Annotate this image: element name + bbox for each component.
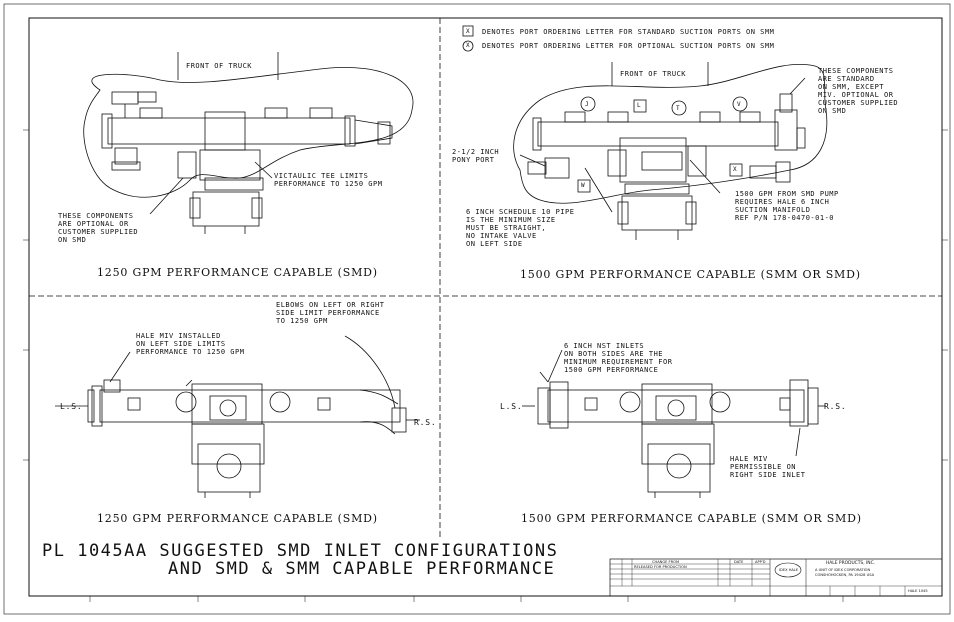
caption-tl: 1250 GPM PERFORMANCE CAPABLE (SMD) <box>97 266 378 279</box>
title-block-appd-header: APP'D <box>755 560 766 564</box>
right-side-label-br: R.S. <box>824 402 847 411</box>
title-block-company-line-2: A UNIT OF IDEX CORPORATION <box>815 568 871 572</box>
front-of-truck-label-tr: FRONT OF TRUCK <box>620 70 687 78</box>
main-title-line-1: PL 1045AA SUGGESTED SMD INLET CONFIGURAT… <box>42 541 559 561</box>
caption-tr: 1500 GPM PERFORMANCE CAPABLE (SMM OR SMD… <box>520 268 861 281</box>
caption-br: 1500 GPM PERFORMANCE CAPABLE (SMM OR SMD… <box>521 512 862 525</box>
legend-optional-symbol: X <box>466 42 471 49</box>
title-block-rev-entry: RELEASED FOR PRODUCTION <box>634 565 687 569</box>
main-title-line-2: AND SMD & SMM CAPABLE PERFORMANCE <box>168 559 556 579</box>
legend-optional-text: DENOTES PORT ORDERING LETTER FOR OPTIONA… <box>482 42 775 50</box>
title-block-logo: IDEX HALE <box>779 568 799 572</box>
title-block-company: HALE PRODUCTS, INC. <box>826 561 876 566</box>
right-side-label-bl: R.S. <box>414 418 437 427</box>
port-letter-v: V <box>737 101 742 108</box>
left-side-label-bl: L.S. <box>60 402 83 411</box>
left-side-label-br: L.S. <box>500 402 523 411</box>
port-letter-j: J <box>585 101 590 108</box>
port-letter-t: T <box>676 105 681 112</box>
title-block-company-line-3: CONSHOHOCKEN, PA 19428 USA <box>815 573 875 577</box>
title-block-rev-header: CHANGE FROM <box>652 560 680 564</box>
title-block-sheet: HALE 1045 <box>908 589 928 593</box>
title-block-date-header: DATE <box>734 560 744 564</box>
caption-bl: 1250 GPM PERFORMANCE CAPABLE (SMD) <box>97 512 378 525</box>
port-letter-l: L <box>637 102 642 109</box>
legend-standard-text: DENOTES PORT ORDERING LETTER FOR STANDAR… <box>482 28 775 36</box>
port-letter-x: X <box>733 166 738 173</box>
front-of-truck-label-tl: FRONT OF TRUCK <box>186 62 253 70</box>
port-letter-w: W <box>581 182 586 189</box>
legend-standard-symbol: X <box>466 28 471 35</box>
